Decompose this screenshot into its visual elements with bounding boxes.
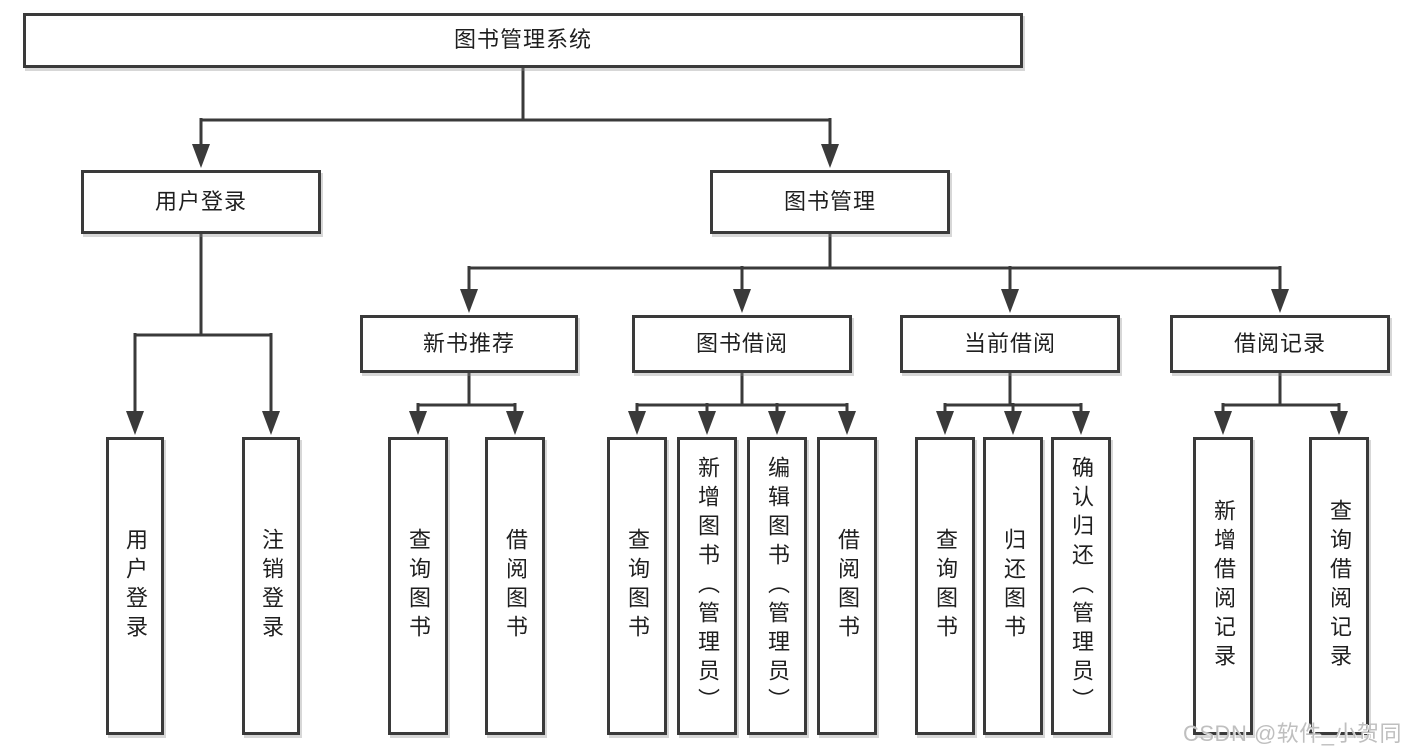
leaf-query-borrow-record-label: 查询借阅记录 <box>1327 499 1352 673</box>
connector-book-borrow <box>635 373 849 413</box>
connector-new-books <box>416 373 517 413</box>
leaf-add-book-admin-label: 新增图书（管理员） <box>695 455 720 717</box>
leaf-logout-label: 注销登录 <box>259 528 284 644</box>
leaf-query-books-1-label: 查询图书 <box>406 528 431 644</box>
leaf-query-borrow-record: 查询借阅记录 <box>1309 437 1369 735</box>
leaf-add-borrow-record: 新增借阅记录 <box>1193 437 1253 735</box>
watermark: CSDN @软件_小贺同学 <box>1183 721 1403 746</box>
leaf-query-books-2: 查询图书 <box>607 437 667 735</box>
node-book-mgmt: 图书管理 <box>710 170 950 234</box>
node-book-borrow-label: 图书借阅 <box>695 330 788 356</box>
arrowheads <box>126 144 1348 435</box>
leaf-edit-book-admin: 编辑图书（管理员） <box>747 437 807 735</box>
leaf-edit-book-admin-label: 编辑图书（管理员） <box>765 455 790 717</box>
leaf-add-borrow-record-label: 新增借阅记录 <box>1211 499 1236 673</box>
leaf-add-book-admin: 新增图书（管理员） <box>677 437 737 735</box>
leaf-user-login: 用户登录 <box>106 437 164 735</box>
node-borrow-records-label: 借阅记录 <box>1233 330 1326 356</box>
leaf-return-books: 归还图书 <box>983 437 1043 735</box>
node-current-borrow: 当前借阅 <box>900 315 1120 373</box>
leaf-query-books-2-label: 查询图书 <box>625 528 650 644</box>
connector-root <box>199 68 832 146</box>
connector-book-mgmt <box>467 234 1282 291</box>
leaf-borrow-books-2-label: 借阅图书 <box>835 528 860 644</box>
node-book-mgmt-label: 图书管理 <box>783 188 876 214</box>
leaf-query-books-3-label: 查询图书 <box>933 528 958 644</box>
node-book-borrow: 图书借阅 <box>632 315 852 373</box>
leaf-borrow-books-1: 借阅图书 <box>485 437 545 735</box>
leaf-borrow-books-2: 借阅图书 <box>817 437 877 735</box>
leaf-return-books-label: 归还图书 <box>1001 528 1026 644</box>
node-user-login-label: 用户登录 <box>154 188 247 214</box>
node-user-login: 用户登录 <box>81 170 321 234</box>
leaf-confirm-return-admin-label: 确认归还（管理员） <box>1069 455 1094 717</box>
node-root-label: 图书管理系统 <box>453 27 592 53</box>
node-root: 图书管理系统 <box>23 13 1023 68</box>
connector-current-borrow <box>943 373 1083 413</box>
leaf-query-books-3: 查询图书 <box>915 437 975 735</box>
node-new-books-label: 新书推荐 <box>422 330 515 356</box>
node-new-books: 新书推荐 <box>360 315 578 373</box>
leaf-query-books-1: 查询图书 <box>388 437 448 735</box>
leaf-borrow-books-1-label: 借阅图书 <box>503 528 528 644</box>
leaf-logout: 注销登录 <box>242 437 300 735</box>
connector-borrow-records <box>1221 373 1341 413</box>
leaf-user-login-label: 用户登录 <box>123 528 148 644</box>
node-current-borrow-label: 当前借阅 <box>963 330 1056 356</box>
connector-user-login <box>133 234 273 413</box>
leaf-confirm-return-admin: 确认归还（管理员） <box>1051 437 1111 735</box>
node-borrow-records: 借阅记录 <box>1170 315 1390 373</box>
